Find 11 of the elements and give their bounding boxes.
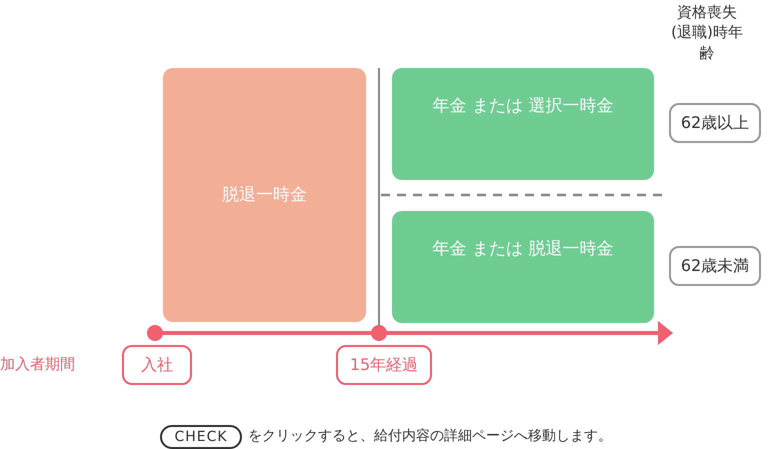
age-box: 62歳以上 [669, 103, 761, 143]
milestone-box: 15年経過 [336, 345, 432, 385]
note-text: をクリックすると、給付内容の詳細ページへ移動します。 [248, 427, 612, 445]
benefit-box: 年金 または 選択一時金 [392, 68, 654, 180]
age-box: 62歳未満 [669, 246, 761, 286]
check-button: CHECK [160, 425, 242, 449]
column-heading: 資格喪失(退職)時年齢 [670, 2, 744, 63]
milestone-box: 入社 [122, 345, 192, 385]
benefit-box: 年金 または 脱退一時金 [392, 211, 654, 323]
axis-label: 加入者期間 [0, 355, 75, 374]
benefit-box: 脱退一時金 [163, 68, 366, 322]
